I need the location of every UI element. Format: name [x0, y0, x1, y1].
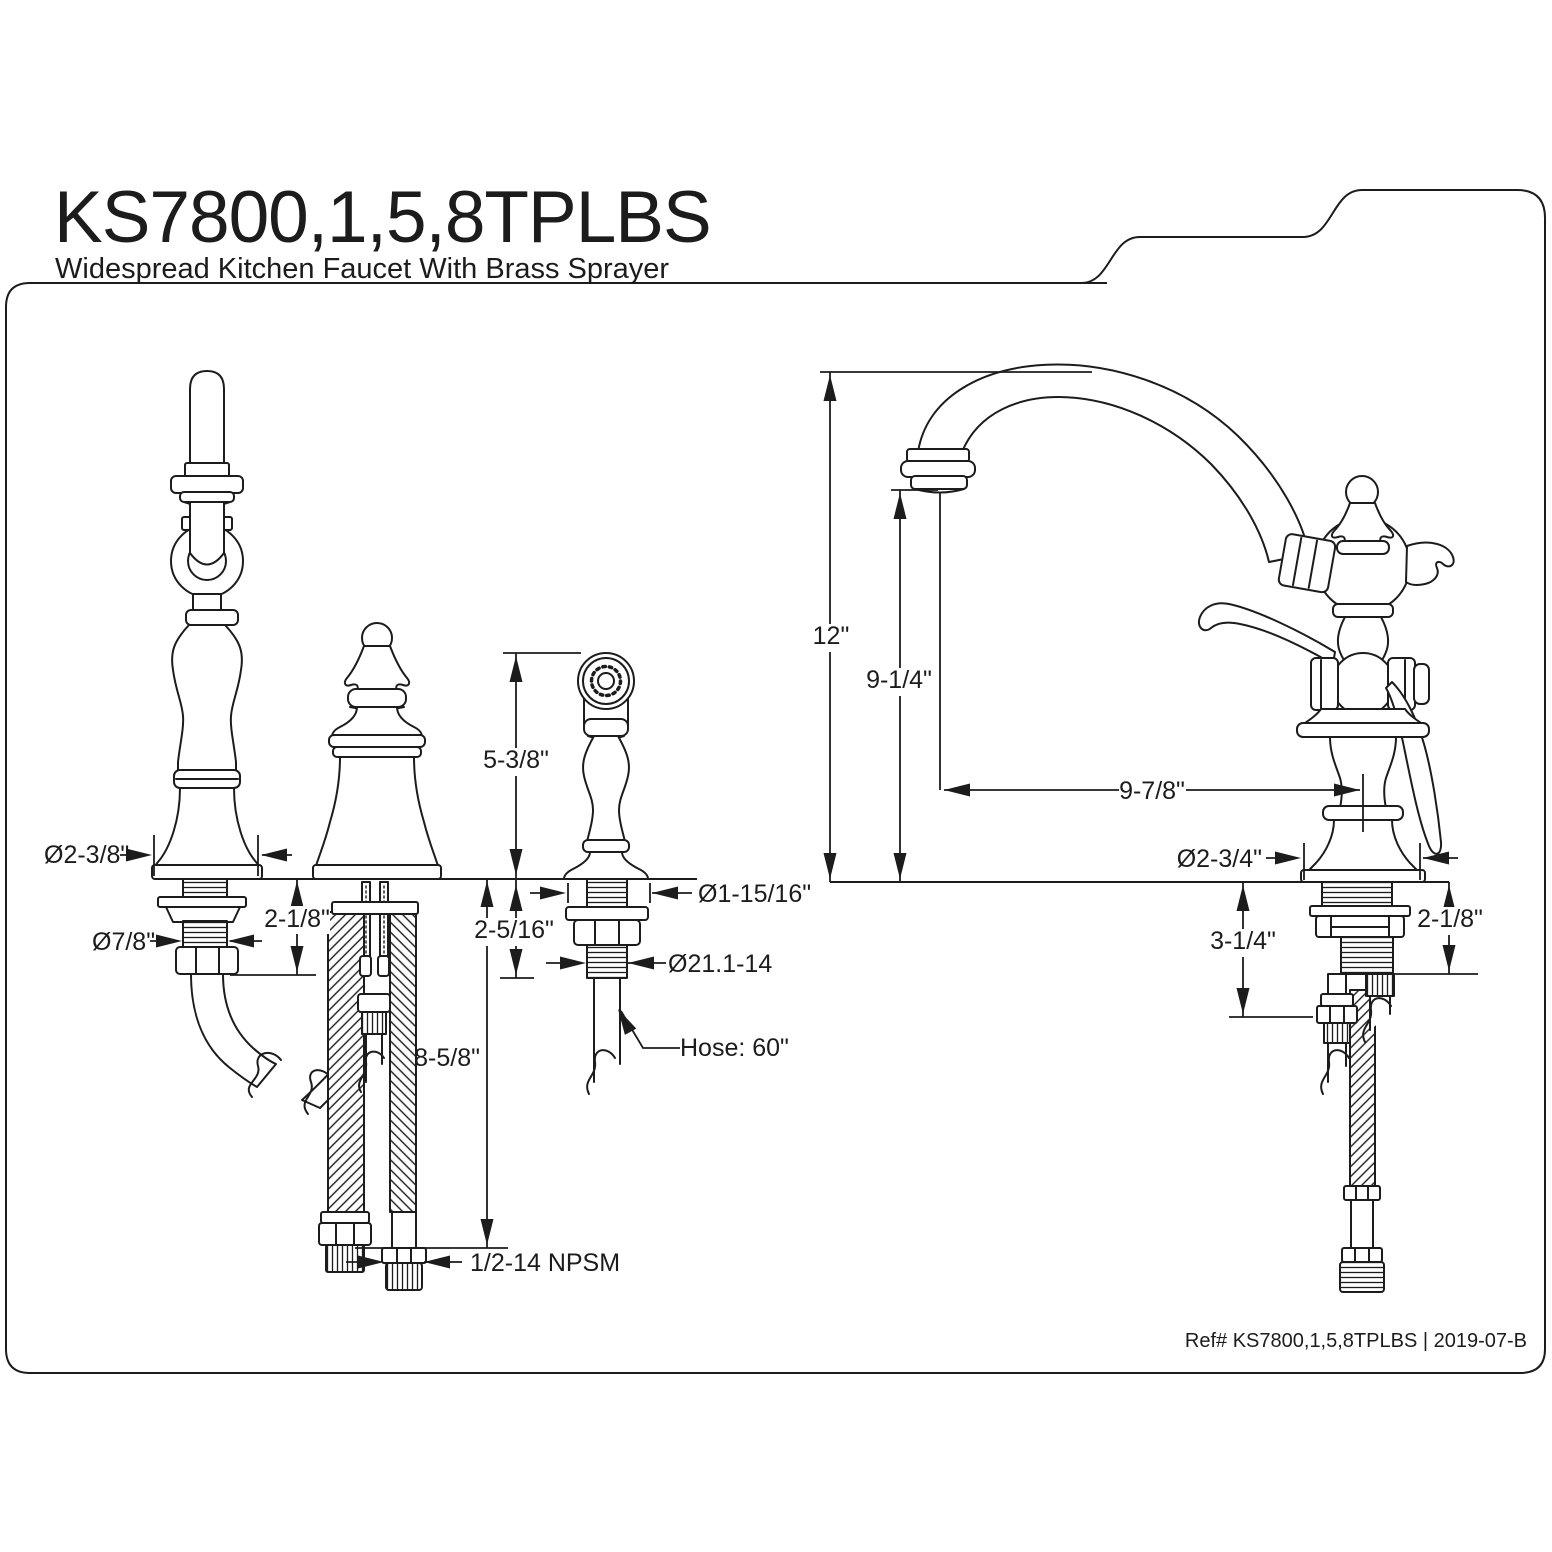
figure-sprayer [563, 652, 649, 1095]
label-spout-height: 9-1/4" [866, 666, 932, 694]
label-npsm-thread: 1/2-14 NPSM [470, 1249, 620, 1277]
label-shank-diameter: Ø7/8" [92, 928, 155, 956]
label-spout-reach: 9-7/8" [1119, 777, 1185, 805]
figure-valve-body [312, 622, 442, 1291]
figure-spout-side-view [151, 370, 363, 1115]
label-hose-length: Hose: 60" [680, 1034, 789, 1062]
sheet-border [5, 189, 1546, 1374]
label-faucet-base-diameter: Ø2-3/4" [1177, 845, 1262, 873]
label-valve-below-deck: 8-5/8" [414, 1044, 480, 1072]
page-subtitle: Widespread Kitchen Faucet With Brass Spr… [55, 253, 669, 285]
label-escutcheon-diameter: Ø2-3/8" [44, 841, 129, 869]
label-faucet-below-deck: 3-1/4" [1210, 927, 1276, 955]
label-faucet-shank-length: 2-1/8" [1417, 905, 1483, 933]
footer-reference: Ref# KS7800,1,5,8TPLBS | 2019-07-B [1185, 1330, 1527, 1352]
page-title: KS7800,1,5,8TPLBS [54, 177, 711, 258]
label-shank-length: 2-1/8" [264, 905, 330, 933]
dimension-labels: Ø2-3/8" Ø7/8" 2-1/8" 8-5/8" 1/2-14 NPSM … [44, 622, 1483, 1277]
label-backplates [264, 624, 1484, 957]
label-sprayer-base-diameter: Ø1-15/16" [698, 880, 811, 908]
label-overall-height: 12" [813, 622, 850, 650]
label-sprayer-thread: Ø21.1-14 [668, 950, 772, 978]
label-sprayer-height: 5-3/8" [483, 746, 549, 774]
label-sprayer-below-deck: 2-5/16" [474, 916, 554, 944]
figure-faucet-front [900, 363, 1455, 1293]
dimension-arrows [126, 375, 1456, 1269]
